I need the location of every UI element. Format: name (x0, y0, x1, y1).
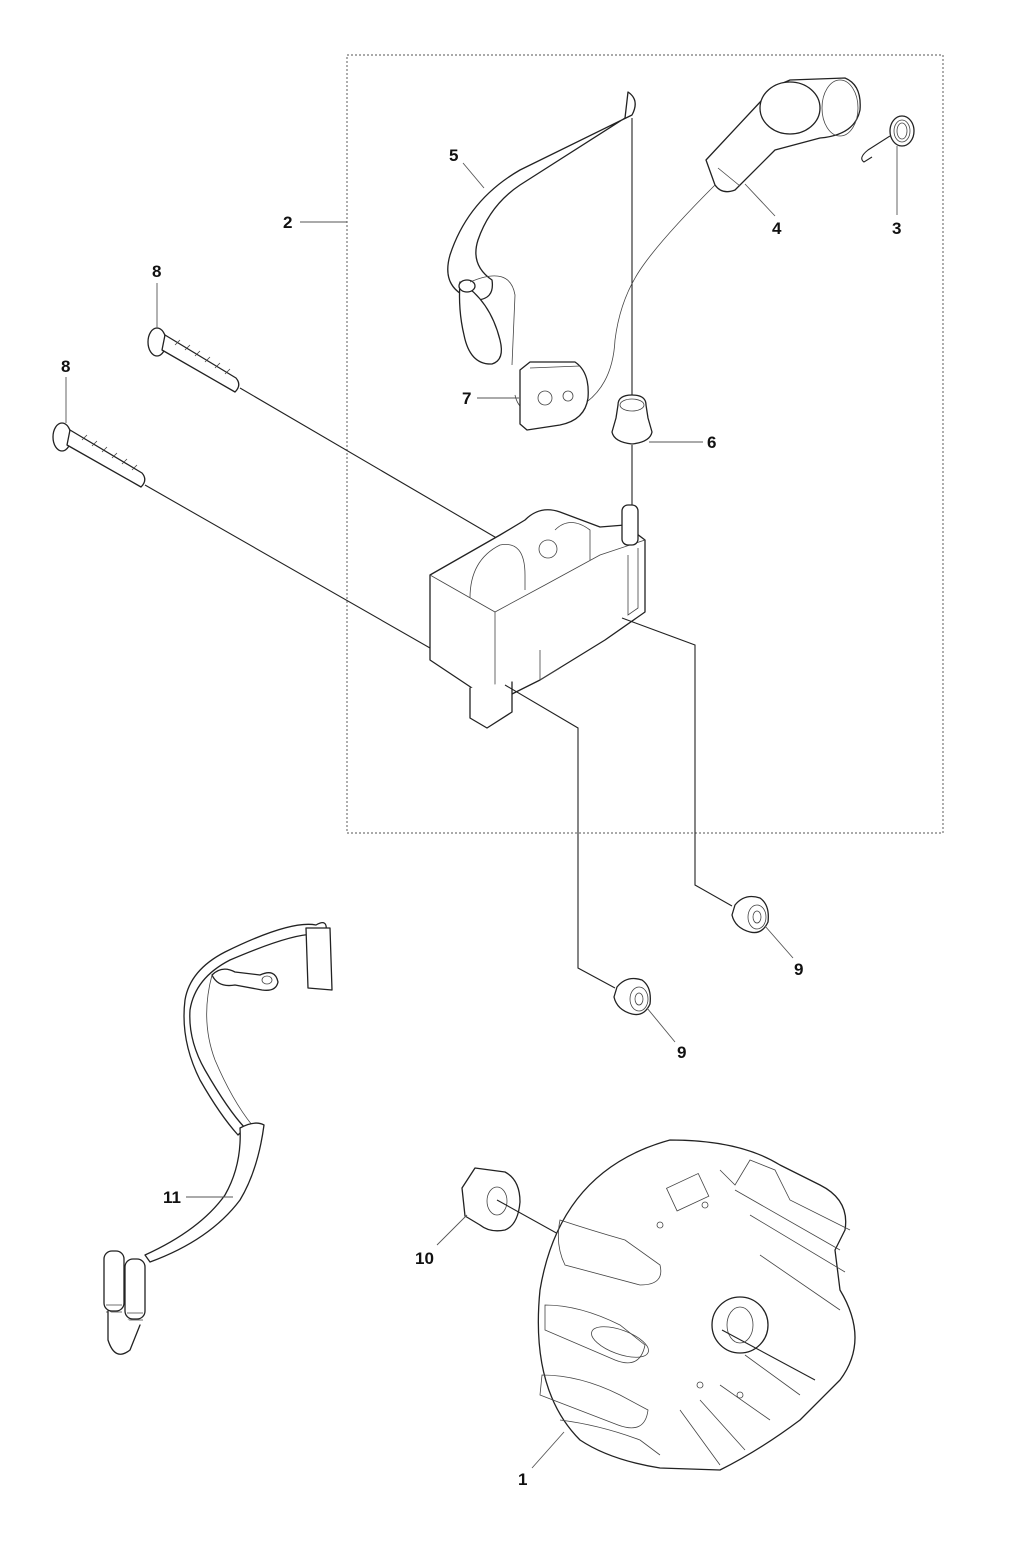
leader-10 (436, 1214, 468, 1246)
callout-8-upper: 8 (152, 262, 161, 281)
wiring-harness-part (103, 922, 333, 1355)
leader-4 (744, 183, 776, 217)
callout-7: 7 (462, 389, 471, 408)
callout-8-lower: 8 (61, 357, 70, 376)
callout-10: 10 (415, 1249, 434, 1268)
callout-1: 1 (518, 1470, 527, 1489)
screw-assembly-line-upper (239, 387, 501, 541)
flywheel-part (537, 1139, 856, 1471)
screw-part-lower (52, 422, 146, 488)
callout-6: 6 (707, 433, 716, 452)
assembly-group-box (346, 54, 944, 834)
leader-5 (462, 162, 485, 189)
callout-4: 4 (772, 219, 782, 238)
callout-3: 3 (892, 219, 901, 238)
grommet-part (611, 394, 653, 505)
spacer-assembly-line-right (621, 617, 733, 907)
spacer-assembly-line-left (504, 684, 616, 989)
nut-part (461, 1167, 561, 1236)
screw-part-upper (147, 327, 240, 393)
callout-2: 2 (283, 213, 292, 232)
callout-11: 11 (163, 1188, 181, 1207)
leader-1 (531, 1431, 565, 1469)
callout-9-right: 9 (794, 960, 803, 979)
spring-part (861, 115, 915, 163)
callout-9-left: 9 (677, 1043, 686, 1062)
callout-5: 5 (449, 146, 458, 165)
cable-clip-part (519, 361, 589, 431)
leader-9b (646, 1007, 676, 1043)
spacer-part-right (731, 895, 769, 934)
spark-plug-cap-part (514, 77, 861, 417)
leader-9a (764, 925, 794, 959)
hose-part (447, 91, 636, 366)
spacer-part-left (613, 977, 651, 1016)
screw-assembly-line-lower (144, 484, 431, 649)
ignition-module-part (429, 504, 646, 729)
